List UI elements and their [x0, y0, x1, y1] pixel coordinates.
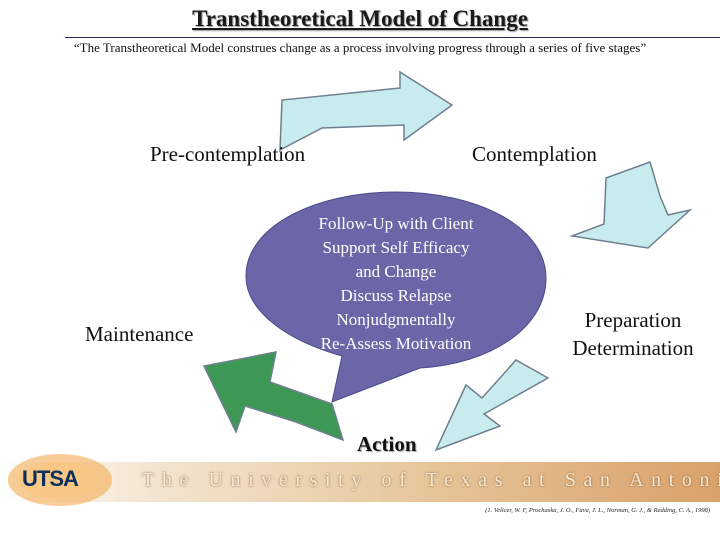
bubble-line: Follow-Up with Client: [318, 214, 474, 233]
bubble-line: Nonjudgmentally: [336, 310, 456, 329]
stage-preparation: Preparation Determination: [558, 306, 708, 363]
stage-maintenance: Maintenance: [85, 322, 194, 346]
cycle-arrow-bottom: [434, 359, 550, 452]
cycle-arrow-top: [279, 70, 454, 152]
page-title: Transtheoretical Model of Change: [192, 6, 528, 31]
stage-precontemplation: Pre-contemplation: [150, 142, 306, 166]
stage-contemplation: Contemplation: [472, 142, 597, 166]
bubble-line: Discuss Relapse: [340, 286, 452, 305]
citation: (1. Velicer, W. F, Prochaska, J. O., Fav…: [485, 507, 710, 514]
stage-preparation-line-1: Preparation: [584, 308, 682, 332]
bubble-line: Support Self Efficacy: [322, 238, 470, 257]
utsa-logo-text: UTSA: [22, 466, 79, 491]
subtitle: “The Transtheoretical Model construes ch…: [73, 40, 647, 55]
exit-arrow-maintenance: [202, 351, 345, 442]
bubble-line: and Change: [355, 262, 437, 281]
title-divider: [65, 37, 720, 38]
center-bubble: [245, 191, 547, 403]
footer-band: [0, 462, 720, 502]
stage-action: Action: [357, 432, 417, 456]
stage-preparation-line-2: Determination: [572, 336, 694, 361]
utsa-logo: [8, 454, 112, 506]
bubble-line: Re-Assess Motivation: [320, 334, 472, 353]
university-name: The University of Texas at San Antonio: [142, 469, 720, 491]
center-bubble-text: Follow-Up with Client Support Self Effic…: [285, 212, 507, 356]
cycle-arrow-right: [569, 161, 693, 249]
